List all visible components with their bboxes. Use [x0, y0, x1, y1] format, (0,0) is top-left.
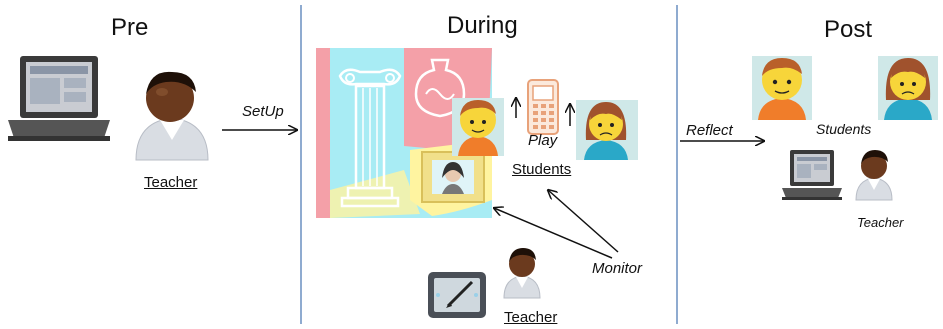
post-laptop-icon [782, 150, 842, 200]
laptop-icon [8, 56, 110, 141]
stage-title-pre: Pre [111, 14, 149, 41]
stage-title-post: Post [824, 16, 873, 43]
museum-collage-image [316, 48, 492, 218]
post-student-girl-icon [878, 56, 938, 120]
student-girl-icon [576, 100, 638, 160]
post-student-boy-icon [752, 56, 812, 120]
teacher-icon [135, 71, 209, 161]
pre-teacher-label: Teacher [144, 174, 198, 191]
monitor-label: Monitor [592, 260, 643, 277]
setup-label: SetUp [242, 103, 284, 120]
stage-title-during: During [447, 12, 518, 39]
student-boy-icon [452, 98, 504, 156]
monitor-arrow-to-museum [494, 208, 613, 259]
post-teacher-label: Teacher [857, 215, 904, 230]
post-teacher-icon [855, 150, 893, 201]
play-label: Play [528, 132, 558, 149]
teacher-icon-during [503, 248, 541, 299]
mobile-phone-icon [527, 79, 559, 135]
reflect-label: Reflect [686, 122, 733, 139]
monitor-arrow-to-students [548, 190, 619, 253]
during-teacher-label: Teacher [504, 309, 558, 326]
post-students-label: Students [816, 121, 872, 137]
during-students-label: Students [512, 161, 572, 178]
tablet-icon [428, 272, 486, 318]
